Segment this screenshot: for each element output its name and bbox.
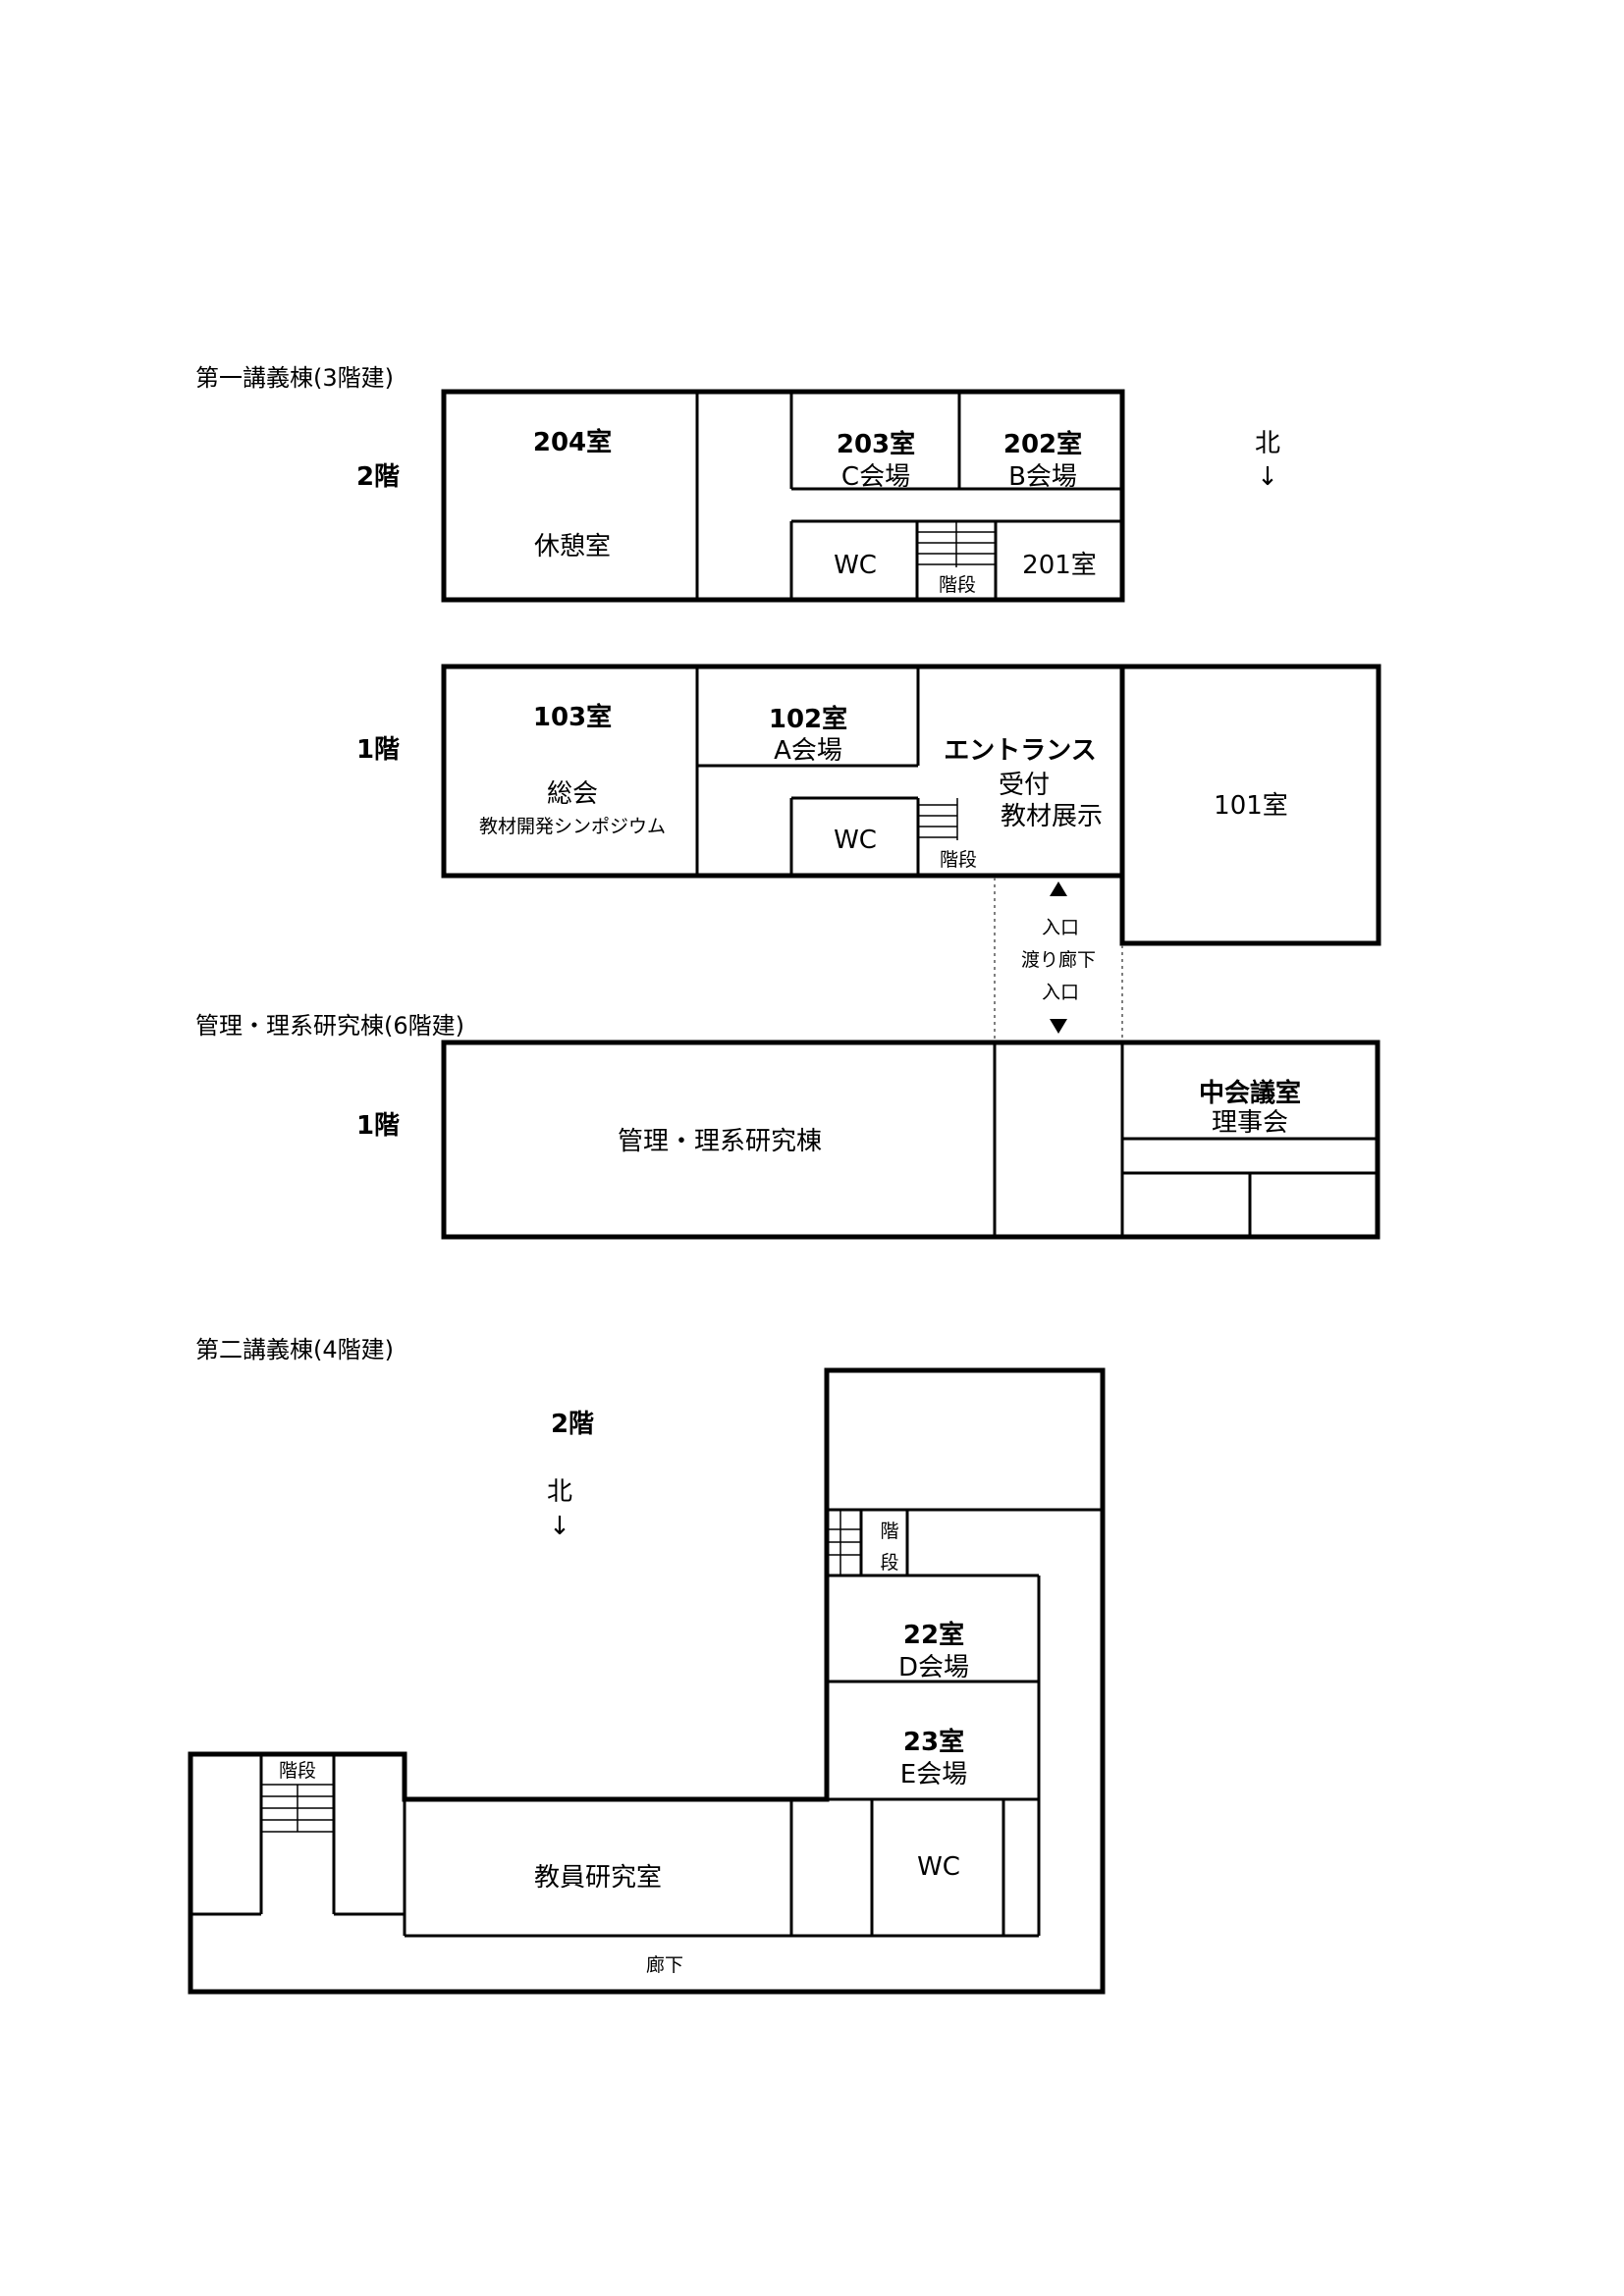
north-arrow-bottom: ↓ <box>549 1512 570 1541</box>
connecting-corridor <box>994 878 1123 1041</box>
room-204: 204室 <box>533 427 612 457</box>
b3-right-stairs-hatch <box>827 1510 861 1575</box>
building2-heading: 管理・理系研究棟(6階建) <box>195 1012 464 1040</box>
b3-2f-outline <box>188 1367 1106 1995</box>
room-22-use: D会場 <box>898 1653 969 1682</box>
arrow-up-icon <box>1050 881 1067 896</box>
admin-science-building: 管理・理系研究棟 <box>618 1127 822 1156</box>
room-204-use: 休憩室 <box>534 532 611 561</box>
room-103-use2: 教材開発シンポジウム <box>479 816 666 837</box>
mid-meeting-room: 中会議室 <box>1199 1078 1301 1108</box>
entrance: エントランス <box>944 736 1096 766</box>
room-101: 101室 <box>1214 791 1288 821</box>
room-201: 201室 <box>1022 551 1097 580</box>
floor-label-b1-2f: 2階 <box>356 462 400 492</box>
faculty-office: 教員研究室 <box>534 1863 662 1893</box>
floor-label-b1-1f: 1階 <box>356 735 400 765</box>
room-202-use: B会場 <box>1008 462 1077 492</box>
b1-2f-wc: WC <box>834 551 877 580</box>
room-22: 22室 <box>903 1620 964 1650</box>
b3-right-stairs-label-2: 段 <box>880 1552 898 1574</box>
b2-1f-plan <box>441 1040 1380 1240</box>
room-203-use: C会場 <box>841 462 910 492</box>
corridor-name: 渡り廊下 <box>1021 949 1096 971</box>
b3-right-stairs-label-1: 階 <box>880 1521 898 1542</box>
b3-left-stairs-hatch <box>261 1784 334 1833</box>
b1-1f-stairs-label: 階段 <box>940 849 977 871</box>
room-202: 202室 <box>1003 429 1082 459</box>
b1-2f-stairs-hatch <box>917 521 996 567</box>
hallway: 廊下 <box>646 1954 683 1976</box>
building3-heading: 第二講義棟(4階建) <box>195 1336 394 1363</box>
b1-1f-stairs-hatch <box>918 798 958 840</box>
north-label-bottom: 北 <box>547 1477 572 1507</box>
floor-label-b2-1f: 1階 <box>356 1111 400 1141</box>
b1-2f-plan <box>441 389 1125 603</box>
b1-1f-plan <box>441 664 1381 946</box>
b1-2f-outline <box>441 389 1125 603</box>
room-102-use: A会場 <box>774 736 842 766</box>
room-203: 203室 <box>837 429 915 459</box>
b3-2f-plan <box>188 1367 1106 1995</box>
building1-heading: 第一講義棟(3階建) <box>195 364 394 392</box>
corridor-entry-bottom: 入口 <box>1042 982 1079 1003</box>
room-23: 23室 <box>903 1727 964 1757</box>
mid-meeting-room-use: 理事会 <box>1212 1108 1288 1138</box>
room-23-use: E会場 <box>900 1760 967 1789</box>
exhibit: 教材展示 <box>1001 802 1103 831</box>
b1-1f-wc: WC <box>834 826 877 855</box>
corridor-entry-top: 入口 <box>1042 917 1079 938</box>
b3-left-stairs-label: 階段 <box>279 1760 316 1782</box>
north-label-top: 北 <box>1255 429 1280 458</box>
north-arrow-top: ↓ <box>1257 462 1278 492</box>
b1-2f-stairs-label: 階段 <box>939 574 976 596</box>
room-103: 103室 <box>533 702 612 732</box>
room-101-outline <box>1119 664 1381 946</box>
arrow-down-icon <box>1050 1019 1067 1034</box>
room-103-use: 総会 <box>547 779 598 809</box>
room-102: 102室 <box>769 704 847 734</box>
b3-wc: WC <box>917 1852 960 1882</box>
reception: 受付 <box>999 771 1050 800</box>
floor-label-b3-2f: 2階 <box>551 1410 594 1439</box>
